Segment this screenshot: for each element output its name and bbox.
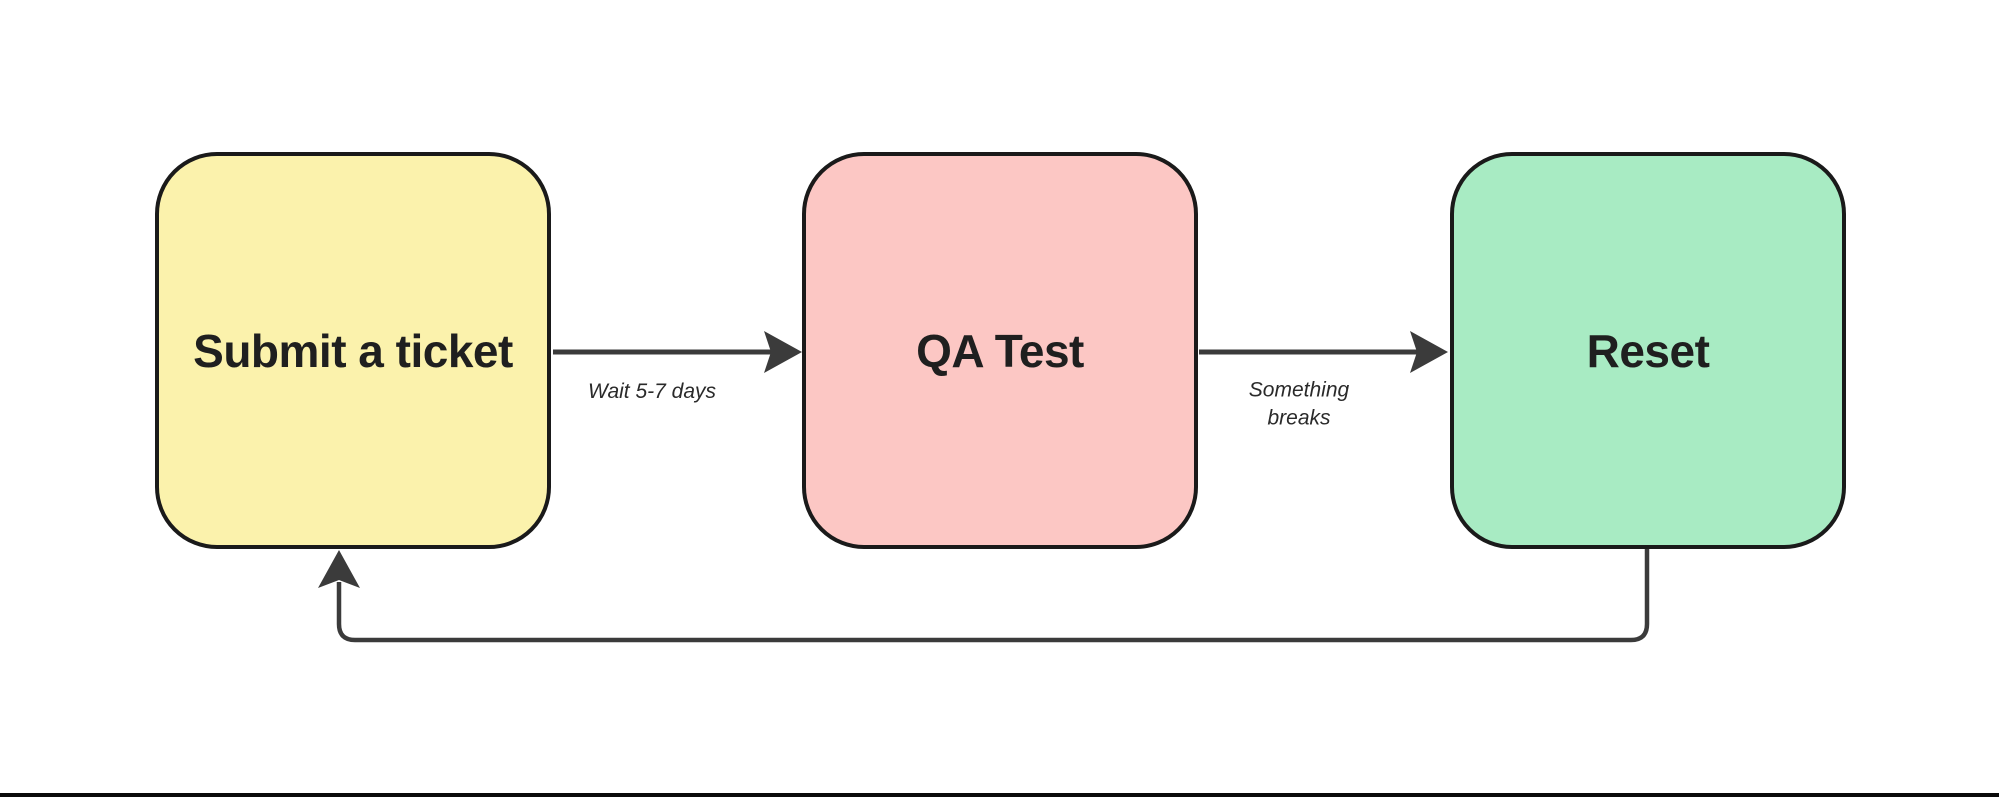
node-submit-a-ticket-label: Submit a ticket: [193, 324, 513, 377]
node-reset-label: Reset: [1586, 324, 1710, 377]
node-qa-test-label: QA Test: [916, 324, 1084, 377]
edge-label-something-breaks: Something breaks: [1248, 378, 1350, 430]
node-submit-a-ticket: Submit a ticket: [155, 152, 551, 549]
arrow-qa-to-reset: [1199, 331, 1448, 373]
arrow-submit-to-qa: [553, 331, 802, 373]
bottom-screen-edge: [0, 793, 1999, 797]
edge-label-wait-5-7-days: Wait 5-7 days: [588, 379, 716, 403]
arrow-reset-to-submit-loop: [318, 548, 1650, 643]
node-qa-test: QA Test: [802, 152, 1198, 549]
node-reset: Reset: [1450, 152, 1846, 549]
